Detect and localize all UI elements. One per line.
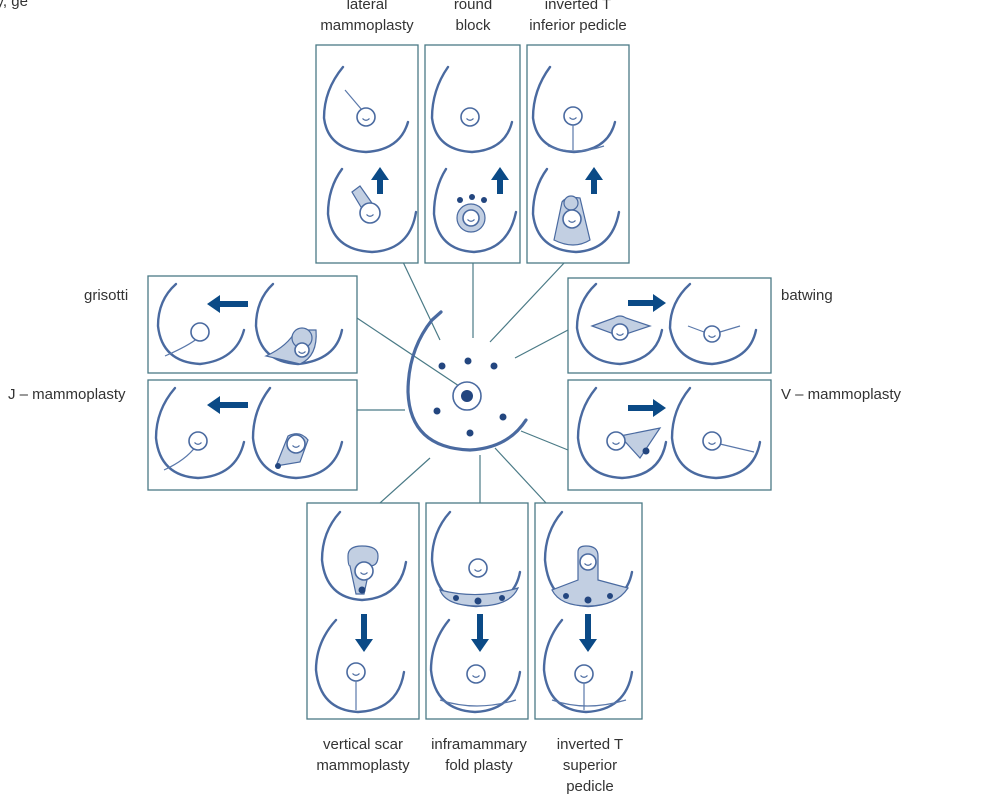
arrow-down-icon (471, 614, 489, 652)
panel-batwing (567, 277, 772, 374)
label-j-mammoplasty: J – mammoplasty (8, 386, 126, 403)
arrow-up-icon (585, 167, 603, 194)
arrow-up-icon (491, 167, 509, 194)
label-lateral-mammoplasty: lateral mammoplasty (320, 0, 414, 34)
leader-inverted-t-inferior (489, 261, 566, 343)
panel-v-mammoplasty (567, 379, 772, 491)
leader-v (520, 430, 569, 451)
panel-grisotti (147, 275, 358, 374)
leader-lateral (402, 261, 441, 341)
panel-vertical-scar (306, 502, 420, 720)
arrow-down-icon (355, 614, 373, 652)
leader-lines (356, 261, 569, 504)
label-round-block: round block (453, 0, 493, 34)
label-vertical-scar: vertical scar mammoplasty (316, 736, 410, 774)
label-inframammary: inframammary fold plasty (431, 736, 527, 774)
panel-lateral-mammoplasty (315, 44, 419, 264)
header-fragment: ...y, ge (0, 0, 28, 10)
leader-inverted-t-superior (494, 447, 547, 504)
arrow-right-icon (628, 294, 666, 312)
leader-batwing (514, 329, 569, 359)
label-inverted-t-superior: inverted T superior pedicle (556, 736, 624, 795)
arrow-right-icon (628, 399, 666, 417)
panel-j-mammoplasty (147, 379, 358, 491)
panel-inframammary (425, 502, 529, 720)
label-v-mammoplasty: V – mammoplasty (781, 386, 902, 403)
label-batwing: batwing (781, 287, 833, 304)
label-inverted-t-inferior: inverted T inferior pedicle (529, 0, 627, 34)
arrow-left-icon (207, 295, 248, 313)
panel-inverted-t-superior (534, 502, 643, 720)
center-breast-map (406, 310, 528, 452)
arrow-left-icon (207, 396, 248, 414)
panel-round-block (424, 44, 521, 264)
leader-grisotti (356, 317, 463, 389)
label-grisotti: grisotti (84, 287, 129, 304)
arrow-up-icon (371, 167, 389, 194)
panel-inverted-t-inferior (526, 44, 630, 264)
arrow-down-icon (579, 614, 597, 652)
leader-vertical (379, 457, 431, 504)
